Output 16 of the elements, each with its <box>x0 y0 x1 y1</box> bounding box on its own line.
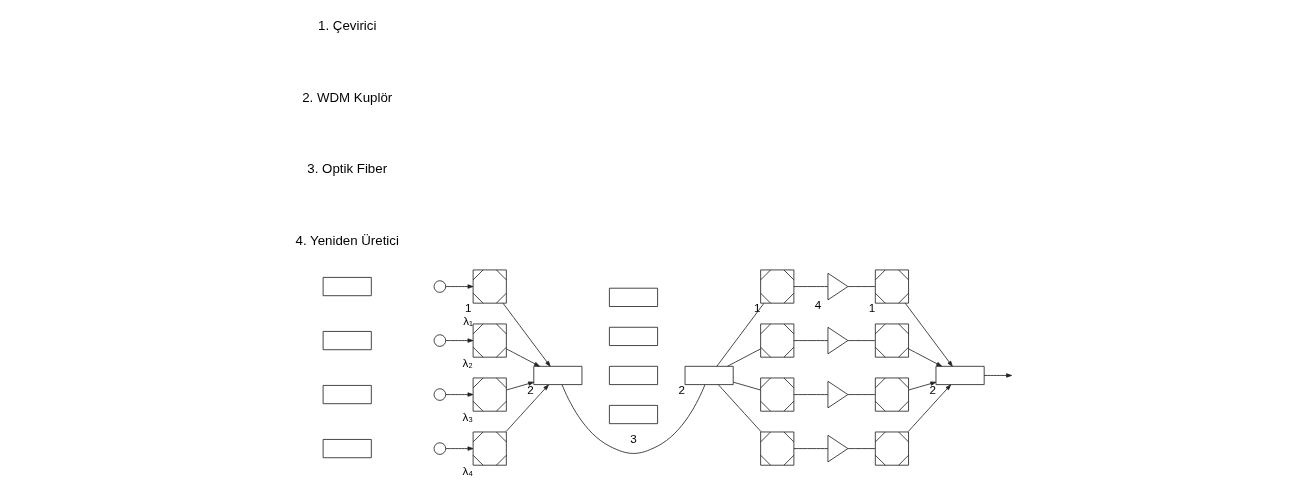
label: 3. Optik Fiber <box>307 160 388 176</box>
node-label: 1 <box>754 300 761 314</box>
node-label: 2 <box>527 382 534 396</box>
label: 4. Yeniden Üretici <box>295 232 399 248</box>
node-label: 2 <box>929 382 936 396</box>
label: 2. WDM Kuplör <box>302 89 393 105</box>
node-label: λ₁ <box>463 313 474 327</box>
node-label: 4 <box>814 297 822 311</box>
node-label: λ₃ <box>462 409 473 422</box>
label: 1. Çevirici <box>318 17 377 33</box>
node-label: 2 <box>678 382 685 396</box>
node-label: λ₂ <box>462 354 473 368</box>
node-label: 1 <box>464 300 472 314</box>
node-label: λ₄ <box>462 463 473 477</box>
node-label: 1 <box>868 300 876 314</box>
edge-label: 3 <box>630 431 637 445</box>
